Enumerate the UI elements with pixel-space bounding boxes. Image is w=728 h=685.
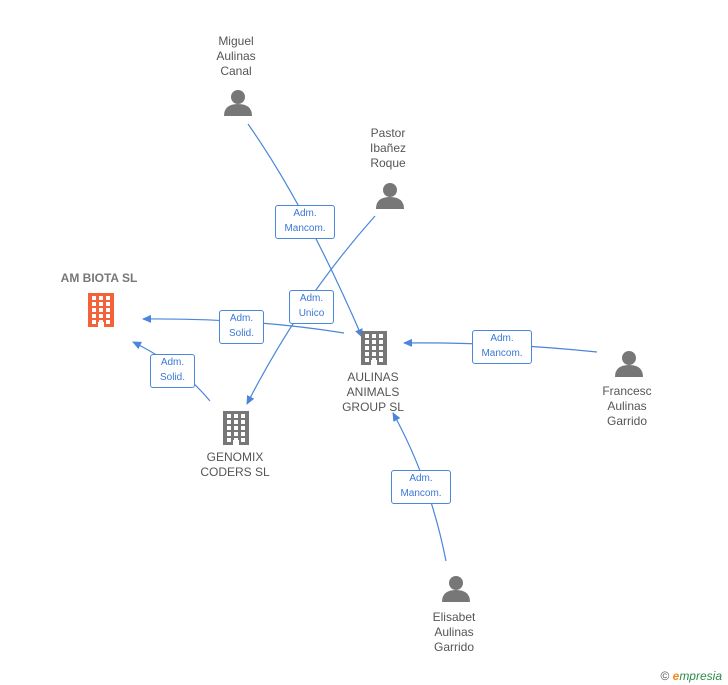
nodes-layer: [88, 90, 643, 602]
node-label-miguel[interactable]: Miguel Aulinas Canal: [216, 34, 256, 78]
edge-label-aulinas-ambiota[interactable]: Adm. Solid.: [219, 310, 264, 344]
node-label-am-biota[interactable]: AM BIOTA SL: [60, 271, 138, 285]
edge-label-line2: Solid.: [159, 372, 185, 383]
edge-label-line1: Adm.: [409, 473, 433, 484]
person-icon-miguel[interactable]: [224, 90, 252, 116]
edge-label-elisabet-aulinas[interactable]: Adm. Mancom.: [391, 470, 451, 504]
person-icon-elisabet[interactable]: [442, 576, 470, 602]
edge-label-line2: Mancom.: [284, 223, 326, 234]
empresia-logo: empresia: [672, 669, 722, 683]
edge-label-line2: Mancom.: [481, 348, 523, 359]
copyright-icon: ©: [660, 669, 670, 683]
edge-label-line1: Adm.: [490, 333, 514, 344]
footer-brand: © empresia: [660, 669, 722, 683]
node-label-genomix[interactable]: GENOMIX CODERS SL: [200, 450, 270, 479]
person-icon-pastor[interactable]: [376, 183, 404, 209]
edge-label-francesc-aulinas[interactable]: Adm. Mancom.: [472, 330, 532, 364]
edge-label-pastor-genomix[interactable]: Adm. Unico: [289, 290, 334, 324]
edge-label-line2: Solid.: [228, 328, 254, 339]
edge-label-line1: Adm.: [160, 357, 185, 368]
person-icon-francesc[interactable]: [615, 351, 643, 377]
building-icon-genomix[interactable]: [223, 411, 249, 445]
edge-label-genomix-ambiota[interactable]: Adm. Solid.: [150, 354, 195, 388]
building-icon-aulinas_animals[interactable]: [361, 331, 387, 365]
node-label-pastor[interactable]: Pastor Ibañez Roque: [369, 126, 407, 170]
edge-label-line1: Adm.: [299, 293, 324, 304]
node-label-aulinas-animals[interactable]: AULINAS ANIMALS GROUP SL: [342, 370, 404, 414]
building-icon-am_biota[interactable]: [88, 293, 114, 327]
node-label-elisabet[interactable]: Elisabet Aulinas Garrido: [432, 610, 476, 654]
edge-label-line1: Adm.: [293, 208, 317, 219]
edge-label-line1: Adm.: [229, 313, 254, 324]
edge-label-line2: Unico: [298, 308, 325, 319]
edge-label-miguel-aulinas[interactable]: Adm. Mancom.: [275, 205, 335, 239]
edge-label-line2: Mancom.: [400, 488, 442, 499]
node-label-francesc[interactable]: Francesc Aulinas Garrido: [602, 384, 652, 428]
